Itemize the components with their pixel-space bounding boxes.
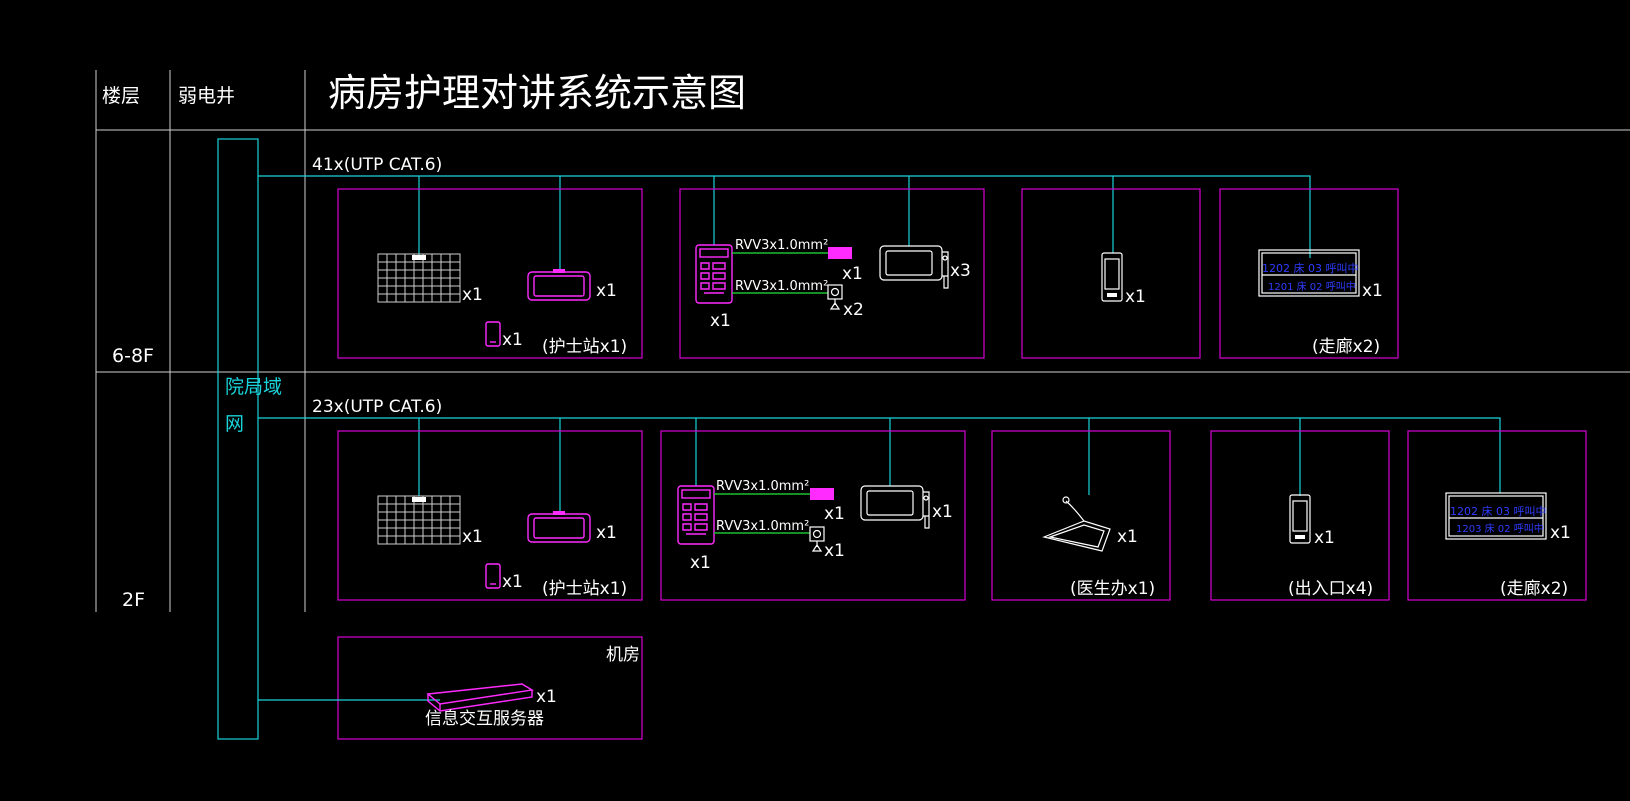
magenta-call-button-icon (810, 488, 834, 500)
drop-lines-2f (418, 418, 1301, 514)
doctor-console-icon (1043, 496, 1111, 552)
floor-label-6-8f: 6-8F (112, 345, 154, 367)
corridor-label: (走廊x2) (1500, 579, 1568, 599)
handset-icon (485, 321, 501, 347)
bedside-extension-icon (860, 485, 930, 529)
pull-cord-button-icon (827, 284, 843, 310)
shaft-column-header: 弱电井 (178, 85, 235, 107)
bed-unit-qty: x1 (710, 311, 731, 331)
display-line: 1202 床 03 呼叫中 (1450, 504, 1546, 518)
table-lines (95, 70, 1630, 612)
backbone-label-line1: 院局域 (225, 376, 282, 398)
corridor-qty: x1 (1550, 523, 1571, 543)
machine-room-label: 机房 (606, 645, 640, 665)
nurse-host-qty: x1 (462, 285, 483, 305)
nurse-host-icon (377, 253, 461, 303)
extension-qty: x1 (932, 502, 953, 522)
nurse-terminal-icon (527, 268, 591, 301)
extension-qty: x3 (950, 261, 971, 281)
nurse-station-label: (护士站x1) (542, 579, 627, 599)
nurse-host-icon (377, 495, 461, 545)
machine-room-box (337, 636, 643, 740)
floor-label-2f: 2F (122, 589, 145, 611)
corridor-box-2f (1407, 430, 1587, 601)
corridor-qty: x1 (1362, 281, 1383, 301)
ward-box-6-8f (679, 188, 985, 359)
doctor-console-qty: x1 (1117, 527, 1138, 547)
display-line: 1203 床 02 呼叫中 (1456, 522, 1544, 535)
wire-spec-label: RVV3x1.0mm² (716, 479, 809, 494)
bed-unit-icon (695, 244, 733, 304)
nurse-terminal-qty: x1 (596, 523, 617, 543)
doctor-office-box-2f (991, 430, 1171, 601)
wire-spec-label: RVV3x1.0mm² (716, 519, 809, 534)
door-box-6-8f (1021, 188, 1201, 359)
bedside-extension-icon (879, 245, 949, 289)
entrance-label: (出入口x4) (1288, 579, 1373, 599)
nurse-terminal-icon (527, 510, 591, 543)
corridor-label: (走廊x2) (1312, 337, 1380, 357)
pull-cord-button-icon (809, 526, 825, 552)
wire-spec-label: RVV3x1.0mm² (735, 279, 828, 294)
bed-unit-icon (677, 485, 715, 545)
entrance-unit-icon (1289, 494, 1311, 544)
floor-column-header: 楼层 (102, 85, 140, 107)
server-icon (426, 683, 535, 712)
nurse-station-label: (护士站x1) (542, 337, 627, 357)
nurse-host-qty: x1 (462, 527, 483, 547)
door-unit-qty: x1 (1125, 287, 1146, 307)
pull-cord-qty: x2 (843, 300, 864, 320)
entrance-box-2f (1210, 430, 1390, 601)
backbone-label-line2: 网 (225, 413, 244, 435)
hospital-lan-backbone (217, 138, 259, 740)
cable-label-2f: 23x(UTP CAT.6) (312, 397, 442, 417)
handset-qty: x1 (502, 330, 523, 350)
diagram-title: 病房护理对讲系统示意图 (328, 71, 746, 115)
magenta-call-button-icon (828, 247, 852, 259)
nurse-station-box-6-8f (337, 188, 643, 359)
nurse-terminal-qty: x1 (596, 281, 617, 301)
pull-cord-qty: x1 (824, 541, 845, 561)
call-button-qty: x1 (842, 264, 863, 284)
cable-label-6-8f: 41x(UTP CAT.6) (312, 155, 442, 175)
corridor-box-6-8f (1219, 188, 1399, 359)
ward-box-2f (660, 430, 966, 601)
server-qty: x1 (536, 687, 557, 707)
nurse-station-box-2f (337, 430, 643, 601)
call-button-qty: x1 (824, 504, 845, 524)
wire-spec-label: RVV3x1.0mm² (735, 238, 828, 253)
bus-line-2f (258, 417, 1501, 493)
display-line: 1202 床 03 呼叫中 (1262, 261, 1358, 275)
handset-qty: x1 (502, 572, 523, 592)
bus-line-6-8f (258, 175, 1311, 258)
drop-lines-6-8f (418, 176, 1114, 272)
door-unit-icon (1101, 252, 1123, 302)
doctor-office-label: (医生办x1) (1070, 579, 1155, 599)
handset-icon (485, 563, 501, 589)
display-line: 1201 床 02 呼叫中 (1268, 280, 1356, 293)
entrance-unit-qty: x1 (1314, 528, 1335, 548)
bed-unit-qty: x1 (690, 553, 711, 573)
server-label: 信息交互服务器 (425, 709, 544, 729)
